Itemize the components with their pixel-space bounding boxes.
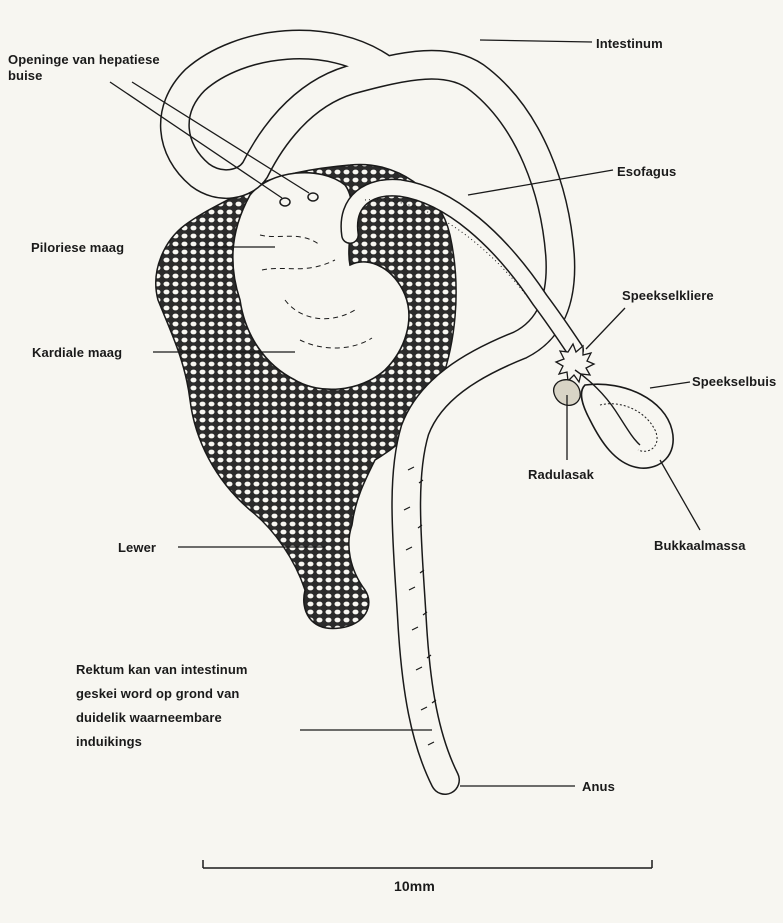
label-rektum-line3: duidelik waarneembare [76, 706, 336, 730]
label-speekselkliere: Speekselkliere [622, 288, 714, 304]
hepatic-duct-opening-1 [280, 198, 290, 206]
buccal-mass [581, 384, 673, 468]
salivary-gland [556, 344, 594, 382]
label-rektum-line1: Rektum kan van intestinum [76, 658, 336, 682]
label-bukkaalmassa: Bukkaalmassa [654, 538, 746, 554]
label-esofagus: Esofagus [617, 164, 676, 180]
leader-bukkaalmassa [660, 460, 700, 530]
label-piloriese-maag: Piloriese maag [31, 240, 124, 256]
scale-bar [203, 860, 652, 868]
label-rektum-line4: induikings [76, 730, 336, 754]
label-openinge: Openinge van hepatiese buise [8, 52, 160, 84]
leader-speekselkliere [586, 308, 625, 349]
label-intestinum: Intestinum [596, 36, 663, 52]
label-openinge-line2: buise [8, 68, 160, 84]
label-rektum-line2: geskei word op grond van [76, 682, 336, 706]
label-openinge-line1: Openinge van hepatiese [8, 52, 160, 68]
scale-bar-label: 10mm [394, 878, 435, 894]
label-radulasak: Radulasak [528, 467, 594, 483]
leader-speekselbuis [650, 382, 690, 388]
label-kardiale-maag: Kardiale maag [32, 345, 122, 361]
hepatic-duct-opening-2 [308, 193, 318, 201]
leader-intestinum [480, 40, 592, 42]
label-anus: Anus [582, 779, 615, 795]
label-speekselbuis: Speekselbuis [692, 374, 776, 390]
label-rektum-note: Rektum kan van intestinum geskei word op… [76, 658, 336, 754]
label-lewer: Lewer [118, 540, 156, 556]
